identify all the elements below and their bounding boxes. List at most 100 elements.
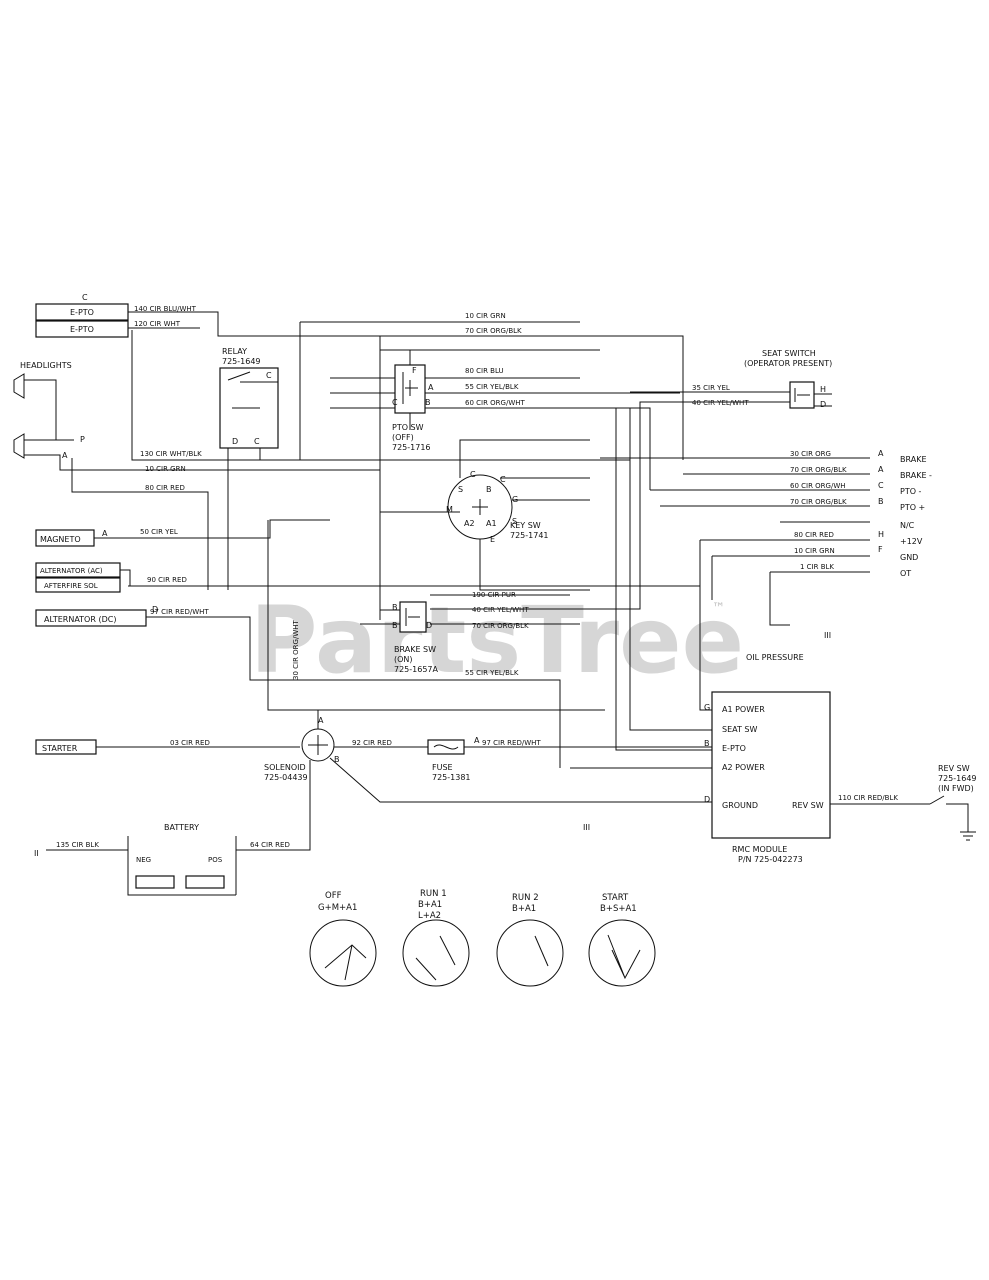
key-pin-a1: A1	[486, 519, 497, 528]
wire-10: 10 CIR GRN	[145, 465, 186, 473]
epto-row-1: E-PTO	[70, 308, 94, 317]
key-pin-b: B	[486, 485, 492, 494]
wire-92: 92 CIR RED	[352, 739, 392, 747]
rev-switch-state: (IN FWD)	[938, 784, 974, 793]
wire-64: 64 CIR RED	[250, 841, 290, 849]
harness-pin-5: H	[878, 530, 884, 539]
alternator-dc-label: ALTERNATOR (DC)	[44, 615, 116, 624]
battery: BATTERY NEG POS 135 CIR BLK 64 CIR RED I…	[34, 760, 311, 896]
watermark: PartsTree ™	[250, 587, 744, 694]
wire-30-vertical: 30 CIR ORG/WHT	[292, 619, 300, 680]
relay-pin-c2: C	[254, 437, 260, 446]
alternator-dc-box	[35, 609, 147, 627]
key-position-start-dial	[588, 919, 656, 987]
pto-switch: F A C B PTO SW (OFF) 725-1716	[392, 350, 434, 452]
harness-wire-7: 1 CIR BLK	[800, 563, 834, 571]
seat-wire-35: 35 CIR YEL	[692, 384, 730, 392]
harness-wire-6: 10 CIR GRN	[794, 547, 835, 555]
watermark-tm: ™	[712, 601, 725, 616]
harness-label-5: +12V	[900, 537, 923, 546]
key-position-run2-combo: B+A1	[512, 904, 536, 914]
fuse-pin-a: A	[474, 736, 480, 745]
wire-80: 80 CIR RED	[145, 484, 185, 492]
seat-switch-label: SEAT SWITCH	[762, 349, 816, 358]
harness-pin-0: A	[878, 449, 884, 458]
key-position-off-name: OFF	[325, 891, 342, 901]
key-position-off-combo: G+M+A1	[318, 903, 357, 913]
pto-pin-c: C	[392, 398, 398, 407]
top-wire-80: 80 CIR BLU	[465, 367, 504, 375]
battery-cell-1	[135, 875, 175, 889]
oil-pressure-label: OIL PRESSURE	[746, 653, 804, 662]
battery-cell-2	[185, 875, 225, 889]
harness-wire-1: 70 CIR ORG/BLK	[790, 466, 847, 474]
key-pin-s2: S	[512, 517, 517, 526]
rmc-input-2: E-PTO	[722, 744, 746, 753]
key-position-start-combo: B+S+A1	[600, 904, 637, 914]
harness-label-7: OT	[900, 569, 911, 578]
rmc-pin-0: G	[704, 703, 710, 712]
watermark-brand: PartsTree	[250, 587, 744, 694]
key-pin-c: C	[470, 470, 476, 479]
headlights-label: HEADLIGHTS	[20, 361, 72, 370]
battery-outline	[127, 836, 237, 896]
alternator-ac-label: ALTERNATOR (AC)	[40, 567, 103, 575]
key-position-off-dial	[309, 919, 377, 987]
rev-switch-part: 725-1649	[938, 774, 977, 783]
top-wire-55: 55 CIR YEL/BLK	[465, 383, 519, 391]
key-position-off: OFF G+M+A1	[309, 891, 377, 987]
brake-pin-b: B	[392, 603, 398, 612]
battery-ground: II	[34, 849, 39, 858]
center-wire-55: 55 CIR YEL/BLK	[465, 669, 519, 677]
solenoid-label: SOLENOID	[264, 763, 306, 772]
key-position-run1-dial	[402, 919, 470, 987]
harness-wire-2: 60 CIR ORG/WH	[790, 482, 846, 490]
fuse-part: 725-1381	[432, 773, 471, 782]
battery-neg: NEG	[136, 856, 151, 864]
key-switch: C S B C G M A1 A2 E S KEY SW 725-1741	[380, 439, 590, 591]
epto-letter: C	[82, 293, 88, 302]
key-position-run2-name: RUN 2	[512, 893, 539, 903]
center-ground: III	[583, 823, 590, 832]
magneto-label: MAGNETO	[40, 535, 81, 544]
epto-wire-1: 140 CIR BLU/WHT	[134, 305, 197, 313]
top-wire-70: 70 CIR ORG/BLK	[465, 327, 522, 335]
headlights-pin-a: A	[62, 451, 68, 460]
rmc-title: RMC MODULE	[732, 845, 787, 854]
rmc-module-box	[711, 691, 831, 839]
key-pin-a2: A2	[464, 519, 475, 528]
key-pin-e: E	[490, 535, 495, 544]
solenoid-fuse: A B SOLENOID 725-04439 92 CIR RED A FUSE…	[264, 710, 712, 832]
top-wire-bus: 10 CIR GRN 70 CIR ORG/BLK 80 CIR BLU 55 …	[299, 312, 680, 620]
center-wire-70: 70 CIR ORG/BLK	[472, 622, 529, 630]
brake-pin-b2: B	[392, 621, 398, 630]
wire-130: 130 CIR WHT/BLK	[140, 450, 202, 458]
relay-title: RELAY	[222, 347, 247, 356]
brake-switch: B B D BRAKE SW (ON) 725-1657A	[360, 601, 439, 674]
brake-switch-label: BRAKE SW	[394, 645, 436, 654]
wire-03: 03 CIR RED	[170, 739, 210, 747]
center-wire-40: 40 CIR YEL/WHT	[472, 606, 529, 614]
key-switch-label: KEY SW	[510, 521, 541, 530]
seat-pin-d: D	[820, 400, 826, 409]
rmc-module: G A1 POWER SEAT SW B E-PTO A2 POWER D GR…	[570, 408, 831, 864]
harness-label-4: N/C	[900, 521, 915, 530]
key-position-run1: RUN 1 B+A1 L+A2	[402, 889, 470, 987]
key-switch-part: 725-1741	[510, 531, 549, 540]
rmc-input-3: A2 POWER	[722, 763, 765, 772]
pto-switch-label: PTO SW	[392, 423, 424, 432]
pto-pin-b: B	[425, 398, 431, 407]
relay: RELAY 725-1649 C D C	[219, 347, 300, 590]
epto-wire-2: 120 CIR WHT	[134, 320, 181, 328]
afterfire-label: AFTERFIRE SOL	[44, 582, 98, 590]
right-harness: 30 CIR ORG A BRAKE 70 CIR ORG/BLK A BRAK…	[600, 449, 932, 711]
pto-switch-state: (OFF)	[392, 433, 414, 442]
brake-switch-state: (ON)	[394, 655, 413, 664]
rmc-pin-4: D	[704, 795, 710, 804]
top-wire-10: 10 CIR GRN	[465, 312, 506, 320]
harness-label-0: BRAKE	[900, 455, 927, 464]
headlights-pin-p: P	[80, 435, 85, 444]
harness-wire-0: 30 CIR ORG	[790, 450, 831, 458]
harness-label-1: BRAKE -	[900, 471, 932, 480]
key-pin-m: M	[446, 505, 453, 514]
